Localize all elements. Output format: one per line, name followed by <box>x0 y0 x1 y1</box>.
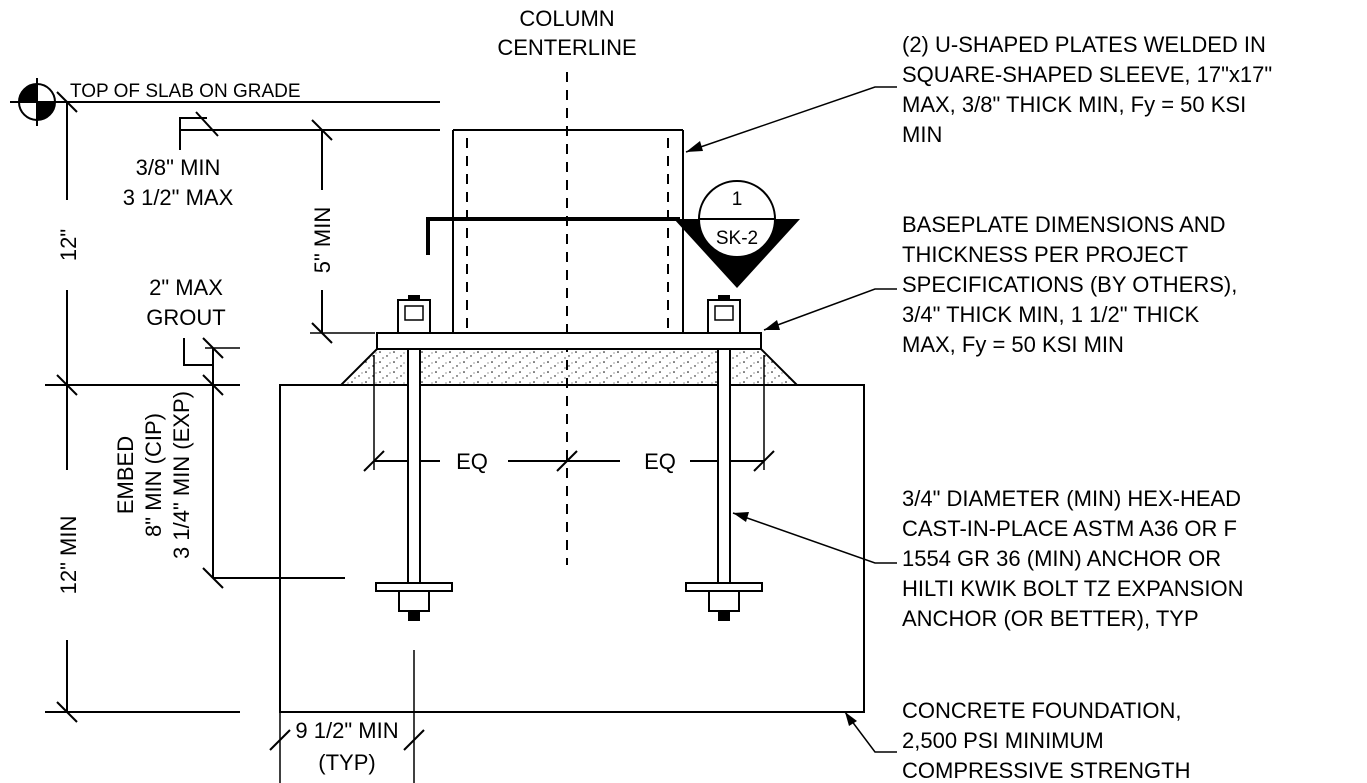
edge-distance-label-line-1: 9 1/2" MIN <box>295 718 398 743</box>
note-anchor-line-4: HILTI KWIK BOLT TZ EXPANSION <box>902 576 1243 601</box>
eq-left-label: EQ <box>456 449 488 474</box>
note-baseplate-line-2: THICKNESS PER PROJECT <box>902 242 1188 267</box>
embed-label-line-3: 3 1/4" MIN (EXP) <box>169 391 194 559</box>
column-sleeve <box>452 129 684 333</box>
anchor-bolt-left <box>375 295 453 621</box>
concrete-foundation <box>279 384 865 713</box>
note-baseplate-line-3: SPECIFICATIONS (BY OTHERS), <box>902 272 1237 297</box>
grout-leader <box>183 338 213 366</box>
slab-depth-dimension: 12" <box>56 91 81 385</box>
sleeve-depth-dimension: 5" MIN <box>310 119 375 344</box>
column-centerline: COLUMN CENTERLINE <box>497 6 637 565</box>
elevation-datum-icon <box>10 78 64 126</box>
slab-depth-label: 12" <box>56 229 81 261</box>
note-anchor-line-1: 3/4" DIAMETER (MIN) HEX-HEAD <box>902 486 1241 511</box>
centerline-label-line-1: COLUMN <box>519 6 614 31</box>
grout-label-line-2: GROUT <box>146 305 225 330</box>
note-baseplate: BASEPLATE DIMENSIONS AND THICKNESS PER P… <box>902 212 1237 357</box>
footing-depth-dimension: 12" MIN <box>45 374 240 723</box>
note-sleeve: (2) U-SHAPED PLATES WELDED IN SQUARE-SHA… <box>902 32 1272 147</box>
note-baseplate-line-1: BASEPLATE DIMENSIONS AND <box>902 212 1226 237</box>
eq-dimension: EQ EQ <box>363 355 775 474</box>
note-anchor-line-2: CAST-IN-PLACE ASTM A36 OR F <box>902 516 1237 541</box>
edge-distance-label-line-2: (TYP) <box>318 750 375 775</box>
footing-depth-label: 12" MIN <box>56 516 81 595</box>
section-number: 1 <box>732 189 743 210</box>
centerline-label-line-2: CENTERLINE <box>497 35 636 60</box>
sleeve-depth-label: 5" MIN <box>310 207 335 273</box>
note-sleeve-line-4: MIN <box>902 122 942 147</box>
note-sleeve-line-1: (2) U-SHAPED PLATES WELDED IN <box>902 32 1266 57</box>
note-foundation-line-2: 2,500 PSI MINIMUM <box>902 728 1104 753</box>
gap-label-line-2: 3 1/2" MAX <box>123 185 234 210</box>
note-anchor-line-3: 1554 GR 36 (MIN) ANCHOR OR <box>902 546 1221 571</box>
note-anchor: 3/4" DIAMETER (MIN) HEX-HEAD CAST-IN-PLA… <box>902 486 1243 631</box>
section-sheet: SK-2 <box>716 228 758 249</box>
note-foundation-line-3: COMPRESSIVE STRENGTH <box>902 758 1190 783</box>
edge-distance-dimension: 9 1/2" MIN (TYP) <box>269 650 425 783</box>
gap-label-line-1: 3/8" MIN <box>136 155 221 180</box>
note-leaders <box>685 86 897 753</box>
note-sleeve-line-2: SQUARE-SHAPED SLEEVE, 17"x17" <box>902 62 1272 87</box>
embed-label-line-1: EMBED <box>113 436 138 514</box>
embed-dimension: EMBED 8" MIN (CIP) 3 1/4" MIN (EXP) <box>113 385 345 589</box>
anchor-bolt-right <box>685 295 763 621</box>
gap-leader <box>179 117 207 150</box>
embed-label-line-2: 8" MIN (CIP) <box>141 413 166 537</box>
note-baseplate-line-4: 3/4" THICK MIN, 1 1/2" THICK <box>902 302 1200 327</box>
note-anchor-line-5: ANCHOR (OR BETTER), TYP <box>902 606 1199 631</box>
note-sleeve-line-3: MAX, 3/8" THICK MIN, Fy = 50 KSI <box>902 92 1246 117</box>
top-of-slab-label: TOP OF SLAB ON GRADE <box>70 81 301 102</box>
grout-label-line-1: 2" MAX <box>149 275 223 300</box>
eq-right-label: EQ <box>644 449 676 474</box>
note-baseplate-line-5: MAX, Fy = 50 KSI MIN <box>902 332 1124 357</box>
note-foundation-line-1: CONCRETE FOUNDATION, <box>902 698 1181 723</box>
baseplate <box>376 332 762 350</box>
note-foundation: CONCRETE FOUNDATION, 2,500 PSI MINIMUM C… <box>902 698 1190 783</box>
section-cut-icon: 1 SK-2 <box>426 180 800 288</box>
